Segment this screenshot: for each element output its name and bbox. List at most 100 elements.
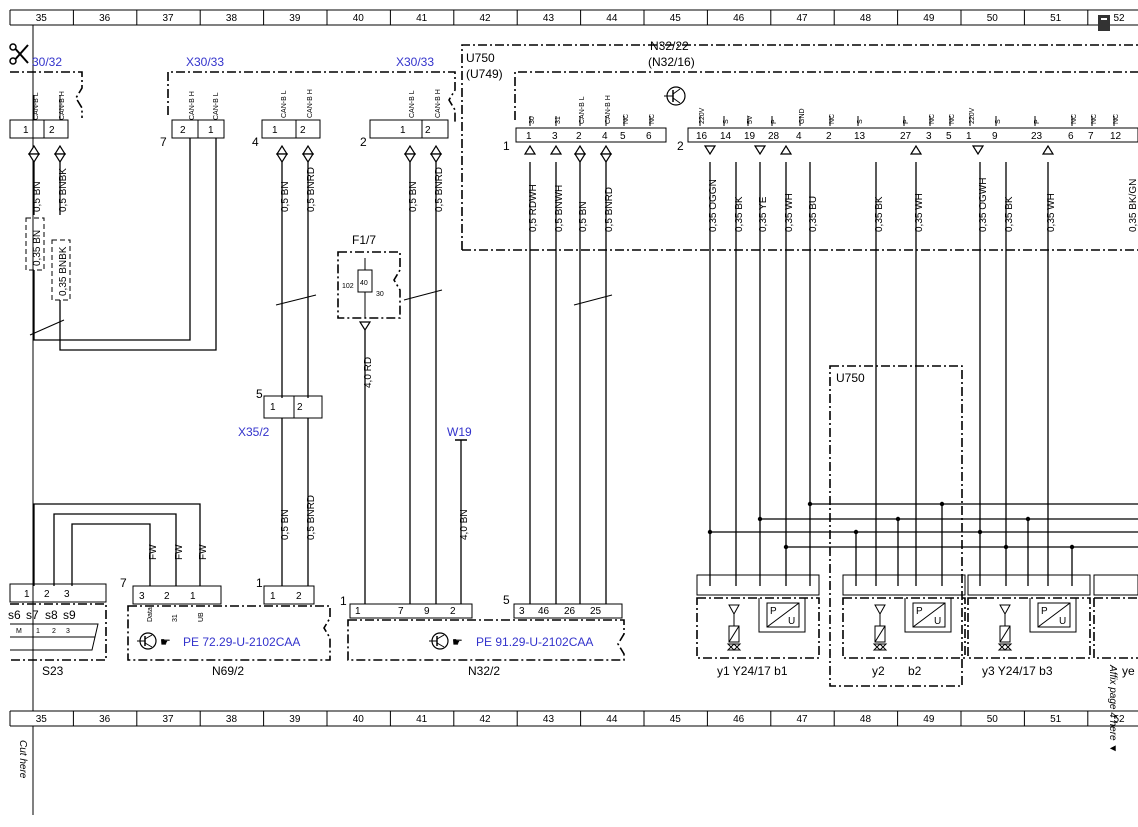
wire-label: 0,35 BN <box>32 230 43 266</box>
ruler-column: 51 <box>1050 13 1062 24</box>
pin-num: 46 <box>538 606 550 617</box>
arrow-up-icon <box>403 144 417 155</box>
pin-num: 4 <box>602 131 608 142</box>
ruler-column: 39 <box>289 714 301 725</box>
hand-pointer-icon: ☛ <box>160 635 171 649</box>
pin-num: 3 <box>139 591 145 602</box>
pin-num: 19 <box>744 131 756 142</box>
pin-label: S <box>857 119 864 124</box>
wire <box>59 138 217 351</box>
wire-label: 0,35 WH <box>1046 193 1057 232</box>
ruler-column: 51 <box>1050 714 1062 725</box>
wire-label: FW <box>198 544 209 560</box>
u749-label: (U749) <box>466 67 503 81</box>
pin-num: 3 <box>64 589 70 600</box>
unit-connector <box>696 574 820 596</box>
n32-22-label: N32/22 <box>650 39 689 53</box>
pin-num: 2 <box>297 402 303 413</box>
ruler-column: 47 <box>797 714 809 725</box>
wire <box>33 503 201 586</box>
pin-label: 30 <box>529 116 536 124</box>
component-n32-2: 1 1 7 9 2 5 3 46 26 25 ☛ PE 91.29-U-2102… <box>340 593 625 678</box>
pin-label: 220V <box>699 107 706 124</box>
unit-connector <box>842 574 966 596</box>
ruler-column: 43 <box>543 714 555 725</box>
arrow-down-icon <box>27 153 41 164</box>
fuse-pin: 102 <box>342 283 354 290</box>
switch-mark: 3 <box>66 628 70 635</box>
pin-label: CAN-B L <box>33 92 40 120</box>
pin-num: 1 <box>355 606 361 617</box>
pe-72-link[interactable]: PE 72.29-U-2102CAA <box>183 635 300 649</box>
arrow-up-icon <box>599 144 613 155</box>
pin-num: 2 <box>49 125 55 136</box>
ruler-column: 40 <box>353 13 365 24</box>
arrow-down-icon <box>971 145 985 156</box>
arrow-down-icon <box>275 153 289 164</box>
ruler-column: 48 <box>860 13 872 24</box>
module-u750-lower: U750 <box>829 365 963 687</box>
sensor-mark: P <box>1041 606 1048 617</box>
pin-label: NC <box>649 114 656 124</box>
wire-label: FW <box>174 544 185 560</box>
wire-label: 0,35 WH <box>914 193 925 232</box>
junction-dot <box>783 544 789 550</box>
ruler-column: 52 <box>1114 714 1126 725</box>
pin-num: 2 <box>44 589 50 600</box>
arrow-down-icon <box>429 153 443 164</box>
connector-group-4: 1 2 4 CAN-B L CAN-B H <box>252 89 321 149</box>
wire-label: 4,0 RD <box>363 357 374 388</box>
pin-num: 4 <box>796 131 802 142</box>
pin-num: 1 <box>400 125 406 136</box>
pe-91-link[interactable]: PE 91.29-U-2102CAA <box>476 635 593 649</box>
pin-num: 2 <box>300 125 306 136</box>
pin-label: 220V <box>969 107 976 124</box>
x35-2-label: X35/2 <box>238 425 270 439</box>
wire-label: 0,5 BN <box>280 509 291 540</box>
pin-label: P <box>771 119 778 124</box>
pin-group: 7 <box>120 576 127 590</box>
arrow-up-icon <box>523 144 537 155</box>
fuse-f1-7: F1/7 40 102 30 <box>337 233 401 319</box>
pin-label: 31 <box>555 116 562 124</box>
pin-label: UB <box>198 612 205 622</box>
wire-label: 0,5 BNRD <box>306 495 317 540</box>
b2-label: b2 <box>908 664 922 678</box>
pin-label: P <box>903 119 910 124</box>
junction-dot <box>757 516 763 522</box>
unit-body <box>842 597 966 659</box>
pin-num: 7 <box>398 606 404 617</box>
ruler-column: 38 <box>226 13 238 24</box>
ruler-column: 41 <box>416 714 428 725</box>
junction-dot <box>807 501 813 507</box>
wire-label: 0,35 YE <box>758 196 769 232</box>
pin-group: 2 <box>677 139 684 153</box>
wire-label: 0,5 BN <box>408 181 419 212</box>
pin-label: CAN-B L <box>213 92 220 120</box>
arrow-up-icon <box>275 144 289 155</box>
pin-num: 5 <box>620 131 626 142</box>
wire-label: 0,35 BK <box>874 196 885 232</box>
ruler-column: 42 <box>480 13 492 24</box>
fuse-label: F1/7 <box>352 233 376 247</box>
ruler-column: 36 <box>99 714 111 725</box>
arrow-down-icon <box>301 153 315 164</box>
wire-label: 0,5 BN <box>280 181 291 212</box>
pin-label: CAN-B H <box>189 91 196 120</box>
pin-num: 27 <box>900 131 912 142</box>
pin-label: NC <box>623 114 630 124</box>
pin-num: 2 <box>450 606 456 617</box>
pin-num: 1 <box>526 131 532 142</box>
fuse-value: 40 <box>360 280 368 287</box>
unit-body <box>967 597 1091 659</box>
unit-connector <box>1093 574 1138 596</box>
y3-b3-label: y3 Y24/17 b3 <box>982 664 1053 678</box>
n69-2-label: N69/2 <box>212 664 244 678</box>
pin-group: 5 <box>256 387 263 401</box>
pin-num: 2 <box>180 125 186 136</box>
ruler-column: 35 <box>36 714 48 725</box>
pin-num: 9 <box>424 606 430 617</box>
switch-pos: s9 <box>63 608 76 622</box>
